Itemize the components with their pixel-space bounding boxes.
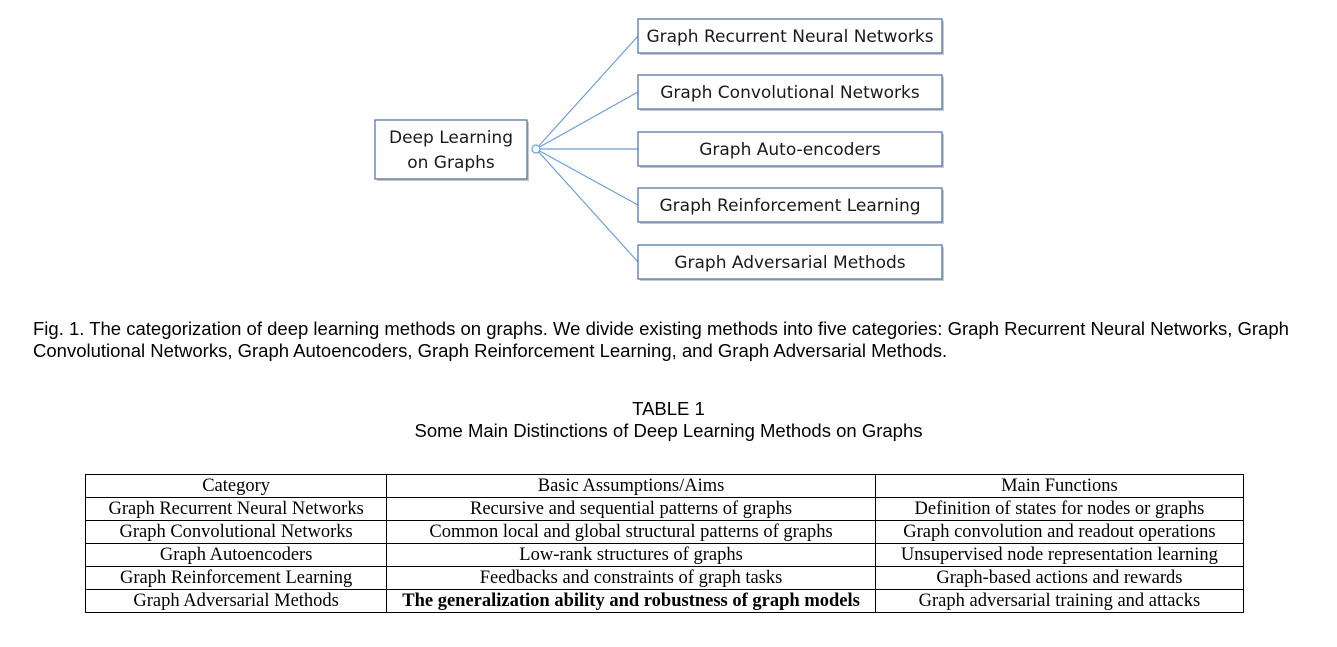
table-cell: Graph Recurrent Neural Networks: [84, 497, 388, 521]
child-node-adversarial: Graph Adversarial Methods: [637, 244, 944, 281]
table-cell: Recursive and sequential patterns of gra…: [386, 497, 876, 521]
table-label: TABLE 1: [632, 398, 705, 419]
table-cell: Graph Convolutional Networks: [84, 520, 388, 544]
table-cell: Graph convolution and readout operations: [874, 520, 1245, 544]
table-cell: Feedbacks and constraints of graph tasks: [386, 566, 876, 590]
diagram-connectors: [535, 35, 639, 263]
table-cell: Graph Autoencoders: [84, 543, 388, 567]
table-cell: Graph-based actions and rewards: [874, 566, 1245, 590]
table-row: Graph Autoencoders Low-rank structures o…: [84, 543, 1245, 567]
table-cell: Common local and global structural patte…: [386, 520, 876, 544]
connector-line: [535, 91, 639, 150]
table-cell: Graph Reinforcement Learning: [84, 566, 388, 590]
column-header: Main Functions: [874, 474, 1245, 498]
table-row: Graph Convolutional Networks Common loca…: [84, 520, 1245, 544]
connector-line: [535, 148, 639, 263]
column-header: Basic Assumptions/Aims: [386, 474, 876, 498]
root-node-line-2: on Graphs: [407, 153, 495, 173]
table-row: Graph Adversarial Methods The generaliza…: [84, 589, 1245, 613]
table-header-row: Category Basic Assumptions/Aims Main Fun…: [84, 474, 1245, 498]
table-cell: Unsupervised node representation learnin…: [874, 543, 1245, 567]
table-cell: Definition of states for nodes or graphs: [874, 497, 1245, 521]
root-node: Deep Learning on Graphs: [374, 119, 529, 181]
distinctions-table: Category Basic Assumptions/Aims Main Fun…: [84, 474, 1245, 613]
child-node-convolutional: Graph Convolutional Networks: [637, 74, 944, 111]
table-cell: The generalization ability and robustnes…: [386, 589, 876, 613]
table-heading: TABLE 1 Some Main Distinctions of Deep L…: [0, 398, 1337, 442]
table-row: Graph Reinforcement Learning Feedbacks a…: [84, 566, 1245, 590]
taxonomy-diagram: Deep Learning on Graphs Graph Recurrent …: [374, 18, 944, 281]
connector-line: [535, 35, 639, 150]
child-node-label: Graph Adversarial Methods: [674, 253, 905, 273]
column-header: Category: [84, 474, 388, 498]
root-connector-dot: [531, 144, 541, 154]
figure-caption: Fig. 1. The categorization of deep learn…: [33, 318, 1289, 361]
table-row: Graph Recurrent Neural Networks Recursiv…: [84, 497, 1245, 521]
child-node-autoencoders: Graph Auto-encoders: [637, 131, 944, 168]
table-cell: Low-rank structures of graphs: [386, 543, 876, 567]
table-cell: Graph adversarial training and attacks: [874, 589, 1245, 613]
table-cell: Graph Adversarial Methods: [84, 589, 388, 613]
root-node-line-1: Deep Learning: [389, 128, 513, 148]
child-node-label: Graph Reinforcement Learning: [659, 196, 920, 216]
child-node-label: Graph Auto-encoders: [699, 140, 881, 160]
child-node-recurrent: Graph Recurrent Neural Networks: [637, 18, 944, 55]
table-title: Some Main Distinctions of Deep Learning …: [414, 420, 923, 441]
child-node-reinforcement: Graph Reinforcement Learning: [637, 187, 944, 224]
child-node-label: Graph Recurrent Neural Networks: [646, 27, 933, 47]
child-node-label: Graph Convolutional Networks: [660, 83, 920, 103]
connector-line: [535, 148, 639, 206]
